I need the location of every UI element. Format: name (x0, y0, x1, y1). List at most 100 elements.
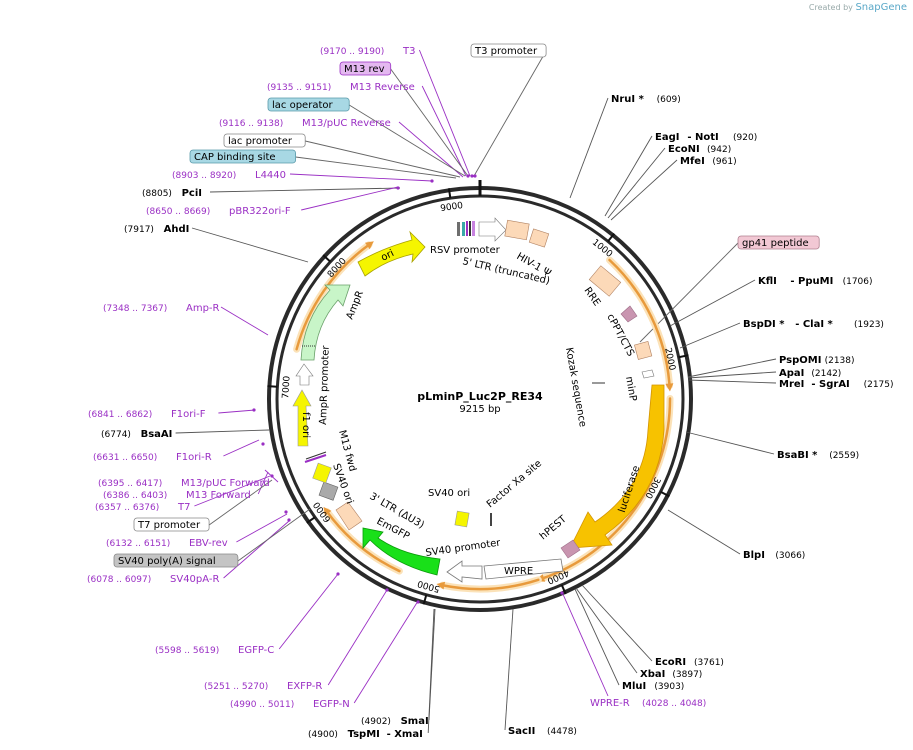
hpest-feature[interactable] (560, 539, 581, 559)
ori-arrow[interactable] (357, 230, 426, 277)
enzyme-name-2: - SgrAI (811, 379, 849, 390)
tick-label-2000: 2000 (662, 347, 677, 372)
sv40-promoter-arrow[interactable] (446, 560, 483, 583)
enzyme-site-econi[interactable]: EcoNI(942) (668, 144, 731, 155)
wpre-box[interactable] (483, 558, 564, 580)
enzyme-site-apai[interactable]: ApaI(2142) (779, 368, 841, 379)
rsv-promoter-arrow[interactable] (478, 217, 507, 242)
enzyme-name: MreI (779, 379, 804, 390)
enzyme-name: SacII (508, 726, 535, 737)
small-yellow-box[interactable] (312, 462, 332, 484)
primer-wpre-r[interactable]: WPRE-R(4028 .. 4048) (590, 698, 706, 709)
enzyme-site-nrui[interactable]: NruI *(609) (611, 94, 681, 105)
feature-label-t3-promoter[interactable]: T3 promoter (470, 43, 547, 58)
primer-t3[interactable]: (9170 .. 9190)T3 (320, 46, 415, 57)
feature-label-lac-operator[interactable]: lac operator (267, 97, 350, 112)
leader-line (561, 591, 609, 697)
enzyme-site-mfei[interactable]: MfeI(961) (680, 156, 737, 167)
feature-label-gp41-peptide[interactable]: gp41 peptide (737, 235, 820, 250)
ampr-promoter-arrow[interactable] (295, 363, 314, 386)
rre-box[interactable] (588, 265, 622, 297)
enzyme-site-bsaai[interactable]: (6774)BsaAI (101, 429, 172, 440)
enzyme-name: PciI (182, 188, 202, 199)
ltr5-box[interactable] (504, 219, 530, 241)
enzyme-site-tspmi[interactable]: (4900)TspMI- XmaI (308, 729, 423, 740)
primer-f1ori-f[interactable]: (6841 .. 6862)F1ori-F (88, 409, 206, 420)
enzyme-site-smai[interactable]: (4902)SmaI (361, 716, 429, 727)
orange-arcs (293, 241, 674, 593)
primer-exfp-r[interactable]: (5251 .. 5270)EXFP-R (204, 681, 322, 692)
feature-label-t7-promoter[interactable]: T7 promoter (133, 517, 210, 532)
primer-site-mark (261, 442, 265, 446)
leader-line (175, 429, 270, 434)
enzyme-name: MluI (622, 681, 646, 692)
leader-line (669, 279, 756, 327)
feature-label-sv40-poly-a--signal[interactable]: SV40 poly(A) signal (113, 553, 239, 568)
snapgene-watermark: Created by SnapGene (809, 2, 907, 13)
leader-line (418, 49, 471, 177)
enzyme-site-mlui[interactable]: MluI(3903) (622, 681, 684, 692)
primer-amp-r[interactable]: (7348 .. 7367)Amp-R (103, 303, 220, 314)
primer-sv40pa-r[interactable]: (6078 .. 6097)SV40pA-R (87, 574, 219, 585)
primer-m13-puc-reverse[interactable]: (9116 .. 9138)M13/pUC Reverse (219, 118, 391, 129)
enzyme-site-blpi[interactable]: BlpI(3066) (743, 550, 805, 561)
primer-m13-puc-forward[interactable]: (6395 .. 6417)M13/pUC Forward (98, 478, 270, 489)
primer-site-mark (430, 179, 434, 183)
enzyme-site-ahdi[interactable]: (7917)AhdI (124, 224, 189, 235)
primer-ebv-rev[interactable]: (6132 .. 6151)EBV-rev (106, 538, 228, 549)
sv40-promoter-label: SV40 promoter (425, 537, 502, 559)
enzyme-site-kfli[interactable]: KflI- PpuMI(1706) (758, 276, 873, 287)
primer-f1ori-r[interactable]: (6631 .. 6650)F1ori-R (93, 452, 212, 463)
primer-name: T3 (402, 46, 415, 57)
primer-pbr322ori-f[interactable]: (8650 .. 8669)pBR322ori-F (146, 206, 291, 217)
rsv-block-1 (457, 222, 460, 236)
enzyme-site-sacii[interactable]: SacII(4478) (508, 726, 577, 737)
hiv-psi-box[interactable] (528, 228, 550, 248)
primer-m13-reverse[interactable]: (9135 .. 9151)M13 Reverse (267, 82, 415, 93)
leader-line (390, 68, 469, 177)
primer-l4440[interactable]: (8903 .. 8920)L4440 (172, 170, 286, 181)
feature-label-m13-rev[interactable]: M13 rev (339, 61, 392, 76)
leader-line (194, 475, 271, 507)
enzyme-site-pspomi[interactable]: PspOMI(2138) (779, 355, 855, 366)
enzyme-position: (942) (707, 145, 731, 155)
ampr-arrow[interactable] (300, 284, 351, 361)
leader-line (353, 600, 419, 704)
leader-line (289, 173, 433, 182)
primer-t7[interactable]: (6357 .. 6376)T7 (95, 502, 190, 513)
primer-egfp-c[interactable]: (5598 .. 5619)EGFP-C (155, 645, 274, 656)
luciferase-arrow[interactable] (569, 384, 665, 549)
enzyme-site-bspdi[interactable]: BspDI *- ClaI *(1923) (743, 319, 884, 330)
primer-position: (8650 .. 8669) (146, 207, 210, 217)
ltr3-box[interactable] (335, 501, 363, 531)
primer-name: M13 Reverse (350, 82, 415, 93)
tick-mark-9000 (447, 188, 452, 199)
enzyme-site-eagi[interactable]: EagI- NotI(920) (655, 132, 757, 143)
leader-line (295, 156, 457, 179)
primer-egfp-n[interactable]: (4990 .. 5011)EGFP-N (230, 699, 350, 710)
minp-arrow[interactable] (641, 369, 655, 379)
enzyme-site-xbai[interactable]: XbaI(3897) (640, 669, 702, 680)
f1-ori-arrow[interactable] (292, 389, 312, 447)
tick-label-7000: 7000 (281, 375, 292, 399)
sv40-ori-box[interactable] (454, 510, 470, 528)
sv40-ori-gray[interactable] (318, 481, 339, 501)
gp41-box[interactable] (634, 341, 653, 360)
leader-line (257, 471, 269, 495)
feature-label-cap-binding-site[interactable]: CAP binding site (189, 149, 296, 164)
primer-m13-forward[interactable]: (6386 .. 6403)M13 Forward (103, 490, 251, 501)
enzyme-site-mrei[interactable]: MreI- SgrAI(2175) (779, 379, 894, 390)
enzyme-site-pcii[interactable]: (8805)PciI (142, 188, 202, 199)
enzyme-site-bsabi[interactable]: BsaBI *(2559) (777, 450, 859, 461)
enzyme-site-ecori[interactable]: EcoRI(3761) (655, 657, 724, 668)
primer-position: (6841 .. 6862) (88, 410, 152, 420)
cppt-arrow[interactable] (620, 305, 638, 323)
emgfp-arrow[interactable] (362, 527, 441, 576)
primer-site-mark (385, 588, 389, 592)
primer-position: (6386 .. 6403) (103, 491, 167, 501)
feature-label-lac-promoter[interactable]: lac promoter (223, 133, 306, 148)
enzyme-name-2: - ClaI * (795, 319, 833, 330)
enzyme-position: (961) (712, 157, 736, 167)
leader-line (581, 584, 653, 662)
enzyme-position: (2138) (825, 356, 855, 366)
